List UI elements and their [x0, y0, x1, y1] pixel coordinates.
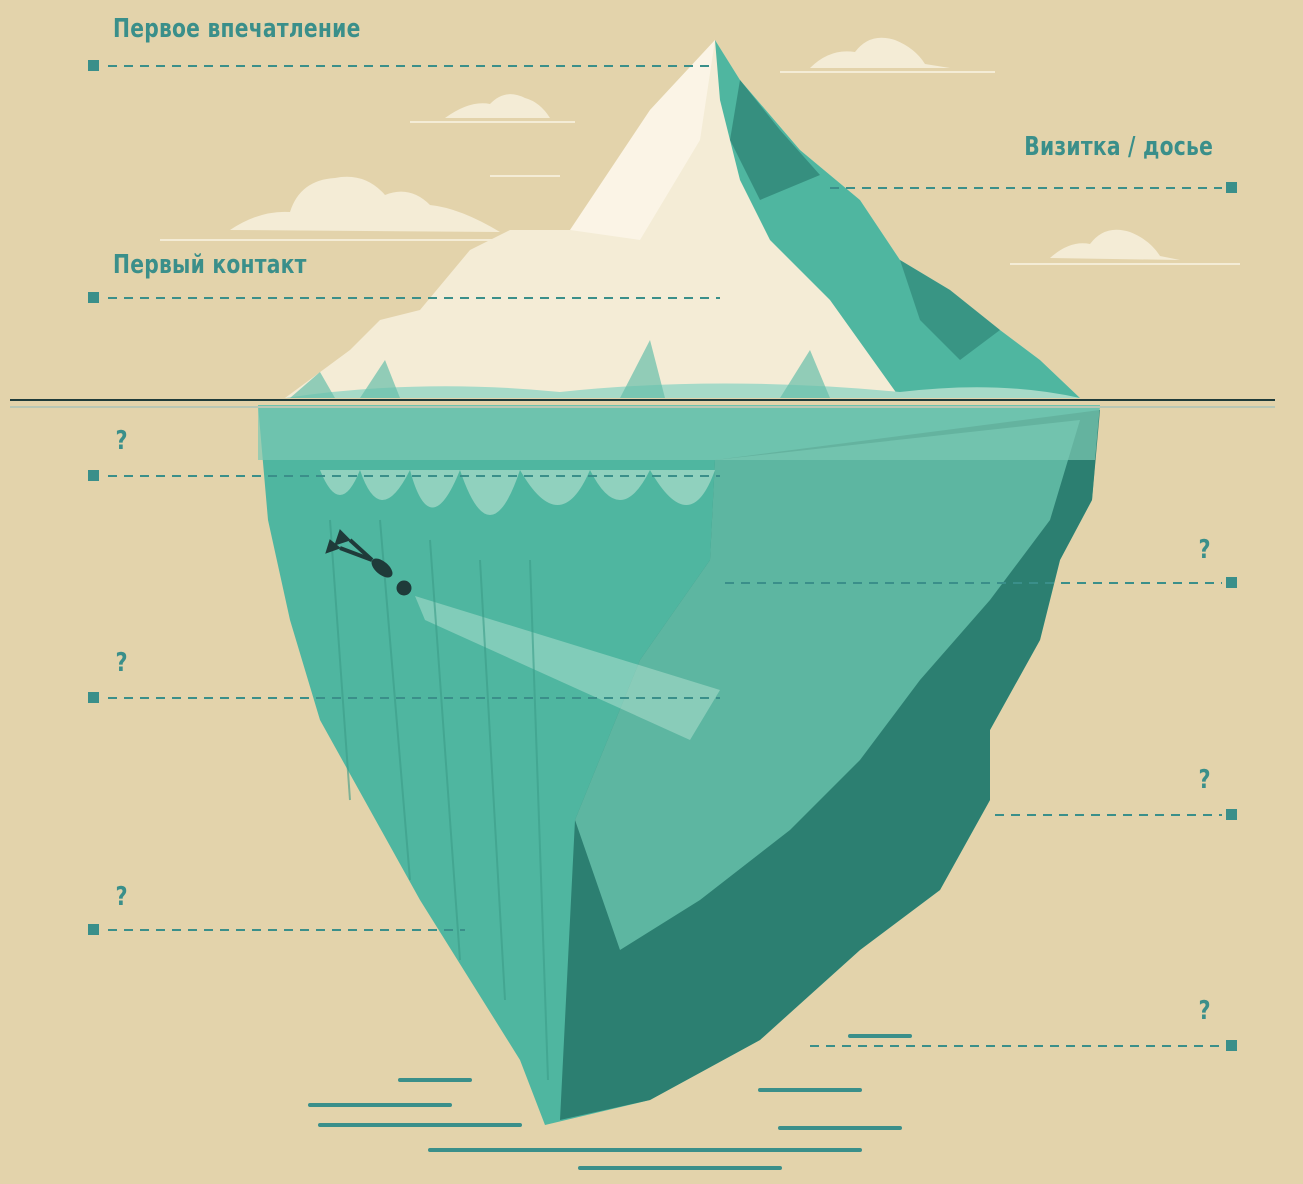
label-business-card: Визитка / досье: [1024, 132, 1213, 162]
label-first-contact: Первый контакт: [113, 250, 307, 280]
waterline: [10, 399, 1275, 408]
leader-markers: [88, 60, 1237, 1051]
diver-icon: [325, 529, 412, 596]
cloud-lines: [160, 71, 1240, 265]
cloud: [445, 94, 550, 118]
water-ripples: [308, 1034, 912, 1170]
label-unknown-6: ?: [1198, 996, 1211, 1026]
label-unknown-1: ?: [115, 426, 128, 456]
label-unknown-4: ?: [1198, 765, 1211, 795]
iceberg-underwater: [258, 405, 1100, 1125]
iceberg-peak: [285, 40, 1080, 398]
label-first-impression: Первое впечатление: [113, 14, 361, 44]
clouds: [230, 37, 1180, 260]
label-unknown-5: ?: [115, 882, 128, 912]
cloud: [810, 37, 950, 68]
cloud: [230, 176, 500, 232]
label-unknown-3: ?: [115, 648, 128, 678]
label-unknown-2: ?: [1198, 535, 1211, 565]
leader-lines: [108, 65, 1222, 1047]
cloud: [1050, 229, 1180, 260]
